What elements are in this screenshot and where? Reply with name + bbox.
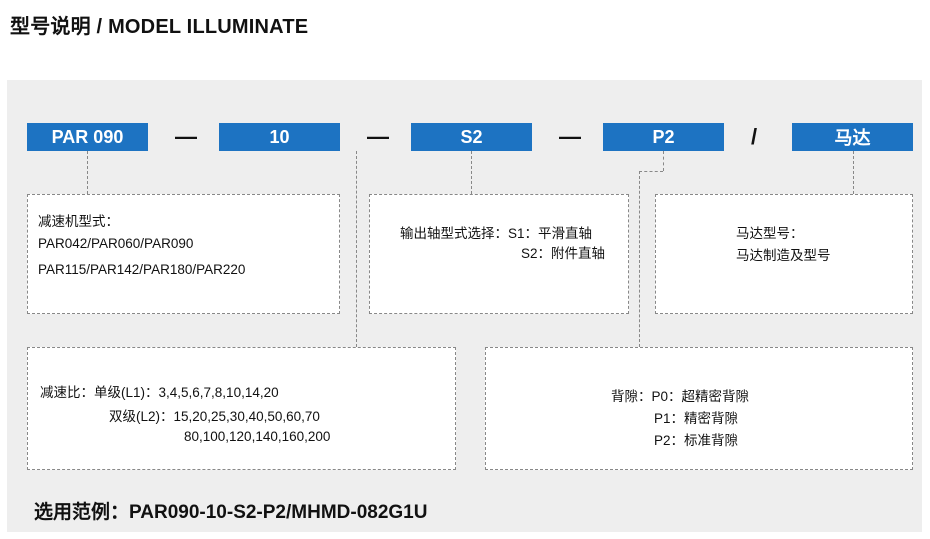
- backlash-p2: P2：标准背隙: [654, 433, 739, 448]
- separator-dash-1: —: [175, 124, 197, 149]
- reducer-type-list-2: PAR115/PAR142/PAR180/PAR220: [38, 262, 246, 277]
- reducer-type-box: 减速机型式： PAR042/PAR060/PAR090 PAR115/PAR14…: [27, 194, 340, 314]
- motor-model-label: 马达型号：: [736, 226, 804, 241]
- code-box-model: PAR 090: [27, 123, 148, 151]
- reduction-ratio-box: 减速比：单级(L1)：3,4,5,6,7,8,10,14,20 双级(L2)：1…: [27, 347, 456, 470]
- connector-motor: [853, 151, 854, 194]
- code-box-backlash: P2: [603, 123, 724, 151]
- motor-model-box: 马达型号： 马达制造及型号: [655, 194, 913, 314]
- motor-model-desc: 马达制造及型号: [736, 248, 831, 263]
- output-shaft-box: 输出轴型式选择：S1：平滑直轴 S2：附件直轴: [369, 194, 629, 314]
- connector-backlash-top: [663, 151, 664, 171]
- code-box-motor: 马达: [792, 123, 913, 151]
- connector-backlash: [639, 171, 640, 347]
- connector-backlash-h: [639, 171, 663, 172]
- separator-dash-3: —: [559, 124, 581, 149]
- separator-slash: /: [751, 124, 758, 149]
- ratio-double-stage-cont: 80,100,120,140,160,200: [184, 429, 331, 444]
- code-box-ratio: 10: [219, 123, 340, 151]
- ratio-single-stage: 减速比：单级(L1)：3,4,5,6,7,8,10,14,20: [40, 385, 279, 400]
- connector-model: [87, 151, 88, 194]
- page-title: 型号说明 / MODEL ILLUMINATE: [10, 16, 309, 38]
- backlash-p1: P1：精密背隙: [654, 411, 739, 426]
- backlash-box: 背隙：P0：超精密背隙 P1：精密背隙 P2：标准背隙: [485, 347, 913, 470]
- separator-dash-2: —: [367, 124, 389, 149]
- output-shaft-s1: 输出轴型式选择：S1：平滑直轴: [400, 226, 593, 241]
- selection-example: 选用范例：PAR090-10-S2-P2/MHMD-082G1U: [34, 502, 428, 523]
- ratio-double-stage: 双级(L2)：15,20,25,30,40,50,60,70: [109, 409, 320, 424]
- connector-ratio: [356, 151, 357, 347]
- output-shaft-s2: S2：附件直轴: [521, 246, 606, 261]
- code-box-shaft: S2: [411, 123, 532, 151]
- reducer-type-list-1: PAR042/PAR060/PAR090: [38, 236, 194, 251]
- reducer-type-label: 减速机型式：: [38, 214, 119, 229]
- connector-shaft: [471, 151, 472, 194]
- backlash-p0: 背隙：P0：超精密背隙: [611, 389, 750, 404]
